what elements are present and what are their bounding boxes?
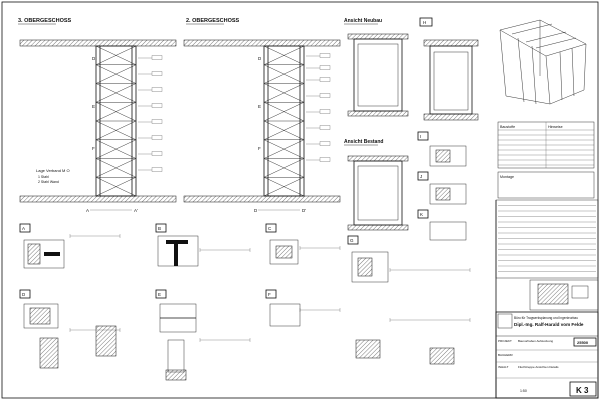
title-view-new: Ansicht Neubau [344,18,382,24]
project-value: Bauvorhaben Aufstockung [518,339,553,343]
firm-logo [497,313,513,329]
detail-label-c: C [268,226,272,231]
legend-title: Lage Verband M O [36,168,70,173]
detail-label-b: B [158,226,161,231]
view-existing-building: Ansicht Bestand [344,139,409,231]
slab-bottom-left [19,195,177,203]
notes-header-3: Montage [500,175,514,179]
dimension-lines [69,234,471,342]
section-mark-a-prime: A' [134,208,138,213]
section-mark-d-prime: D' [302,208,306,213]
annotations-mid [306,53,331,162]
legend-line-2: 2 Stahl Wand [38,180,59,184]
legend-line-1: 1 Stahl [38,175,49,179]
notes-header-2: Hinweise [548,125,563,129]
grid-label-mid-3: F [258,146,261,151]
elevation-2og: 2. OBERGESCHOSS D E F D D' [183,18,341,213]
section-mark-a: A [86,208,89,213]
bracing-left [95,45,137,197]
project-label: PROJEKT [498,339,512,343]
detail-label-f: F [268,292,271,297]
firm-line-1: Büro für Tragwerksplanung und Ingenieurb… [514,316,578,320]
frame-view-new [353,38,403,112]
section-h: H [419,17,479,121]
detail-label-h: H [423,20,426,25]
detail-label-g: G [350,238,354,243]
slab-bottom-mid [183,195,341,203]
sheet-number: K 3 [576,386,589,395]
details-bottom: A B C D E F G [19,223,455,381]
slab-top-mid [183,39,341,47]
grid-label-left-3: F [92,146,95,151]
view-new-building: Ansicht Neubau [344,18,409,117]
bracing-mid [263,45,305,197]
client-label: BAUHERR [498,353,514,357]
elevation-3og: 3. OBERGESCHOSS D E F Lage Verband M O 1… [18,18,177,213]
slab-top-left [19,39,177,47]
title-2og: 2. OBERGESCHOSS [186,18,240,24]
grid-label-mid-1: D [258,56,262,61]
content-label: INHALT [498,365,509,369]
content-value: Fluchttreppe Ansichten Details [518,365,559,369]
detail-label-i: I [420,134,421,139]
isometric-view [499,19,587,105]
grid-label-mid-2: E [258,104,261,109]
annotations-left [138,55,163,172]
title-3og: 3. OBERGESCHOSS [18,18,72,24]
notes-header-1: Baustoffe [500,125,515,129]
scale: 1:50 [520,389,527,393]
grid-label-left-2: E [92,104,95,109]
firm-line-2: Dipl.-Ing. Ralf-Harald vom Felde [514,322,584,327]
section-mark-d: D [254,208,258,213]
detail-small-blocks: I J K [417,131,467,241]
title-block: Büro für Tragwerksplanung und Ingenieurb… [495,311,599,399]
detail-label-j: J [420,174,422,179]
detail-label-e: E [158,292,161,297]
detail-label-k: K [420,212,423,217]
format-number: 25500 [577,340,589,345]
frame-view-existing [353,160,403,226]
detail-label-a: A [22,226,25,231]
notes-tables: Baustoffe Hinweise Montage [497,121,595,199]
title-view-existing: Ansicht Bestand [344,139,383,145]
detail-label-d: D [22,292,26,297]
grid-label-left-1: D [92,56,96,61]
location-plan [529,279,599,311]
